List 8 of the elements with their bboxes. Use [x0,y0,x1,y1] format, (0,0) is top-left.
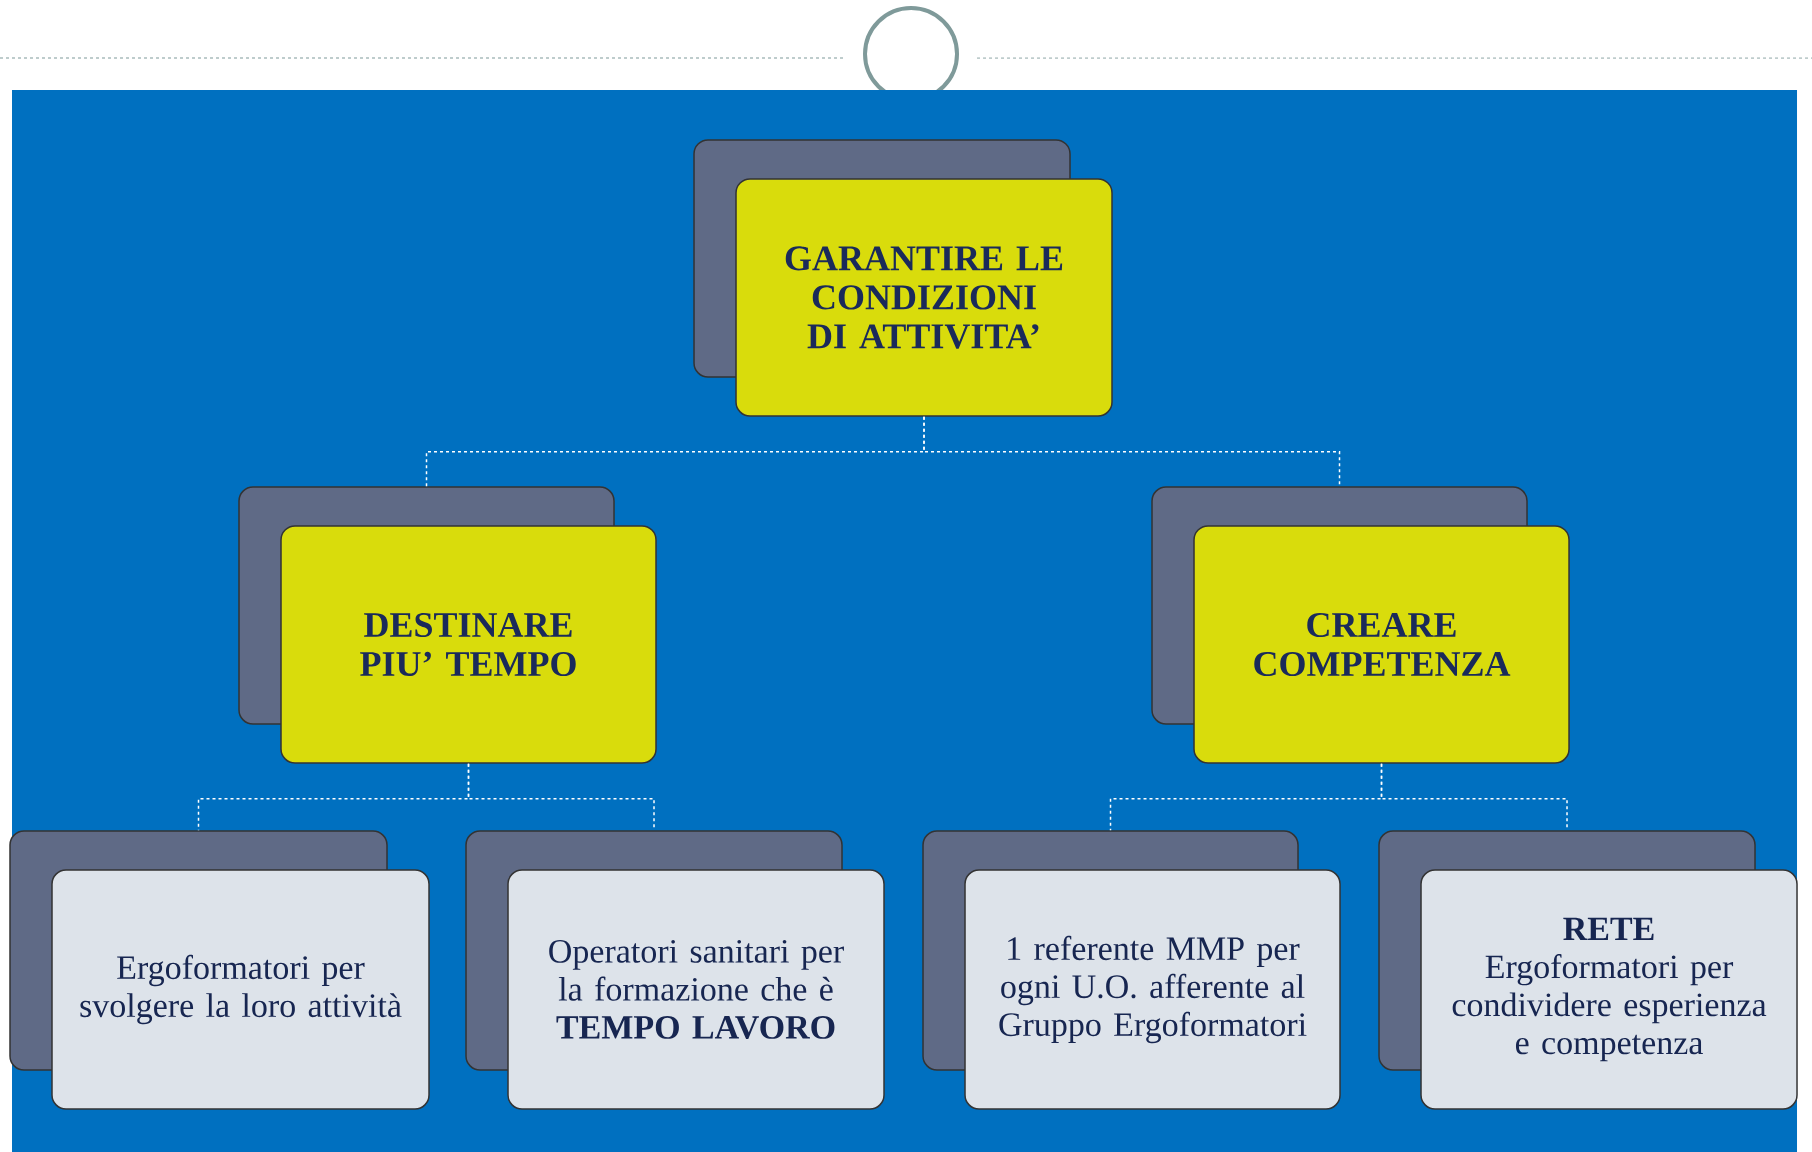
stacked-box: DESTINARE PIU’ TEMPO [238,486,657,764]
stacked-box: CREARE COMPETENZA [1151,486,1570,764]
stacked-box: RETE Ergoformatori per condividere esperienza e competenza [1378,830,1798,1110]
stacked-box: GARANTIRE LE CONDIZIONI DI ATTIVITA’ [693,139,1113,417]
stacked-box: Operatori sanitari per la formazione che è TEMPO LAVORO [465,830,885,1110]
stacked-box: 1 referente MMP per ogni U.O. afferente al Gruppo Ergoformatori [922,830,1341,1110]
dashed-connector [923,416,1341,487]
stacked-box: Ergoformatori per svolgere la loro attività [9,830,430,1110]
